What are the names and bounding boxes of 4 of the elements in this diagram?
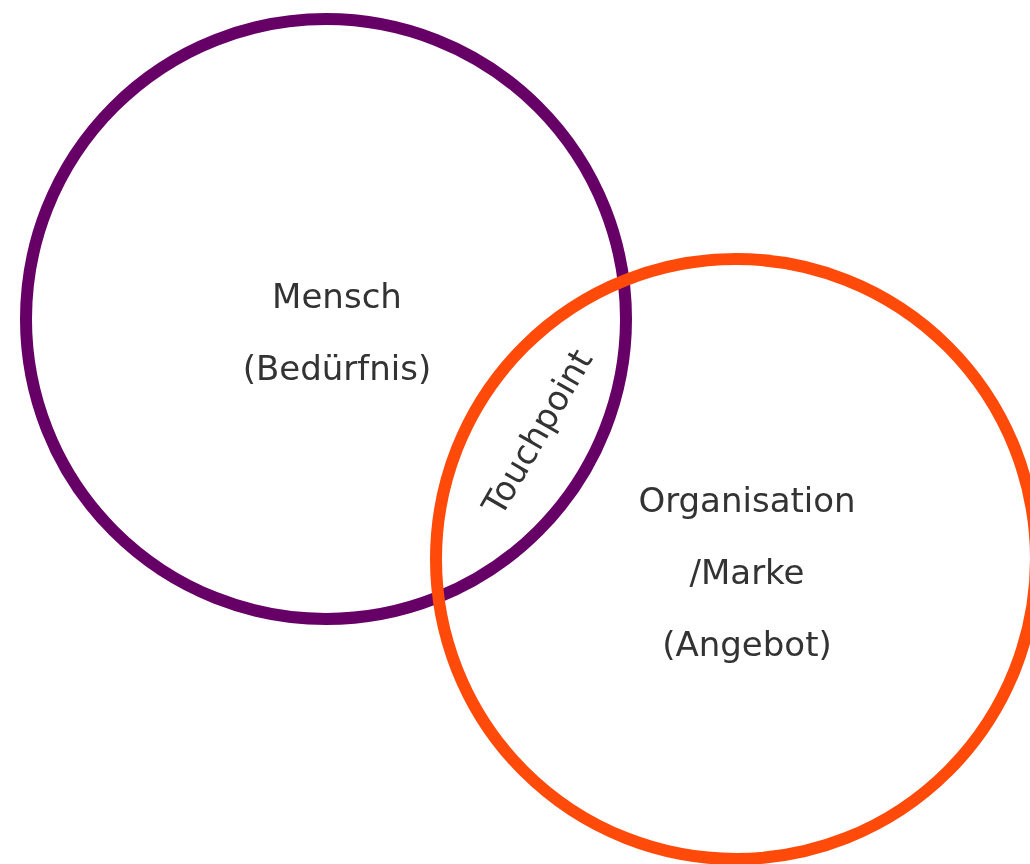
circle-label: Organisation /Marke (Angebot) (637, 479, 857, 666)
venn-circle (20, 13, 632, 625)
venn-circle (430, 253, 1030, 864)
circle-label: Mensch (Bedürfnis) (241, 275, 433, 390)
